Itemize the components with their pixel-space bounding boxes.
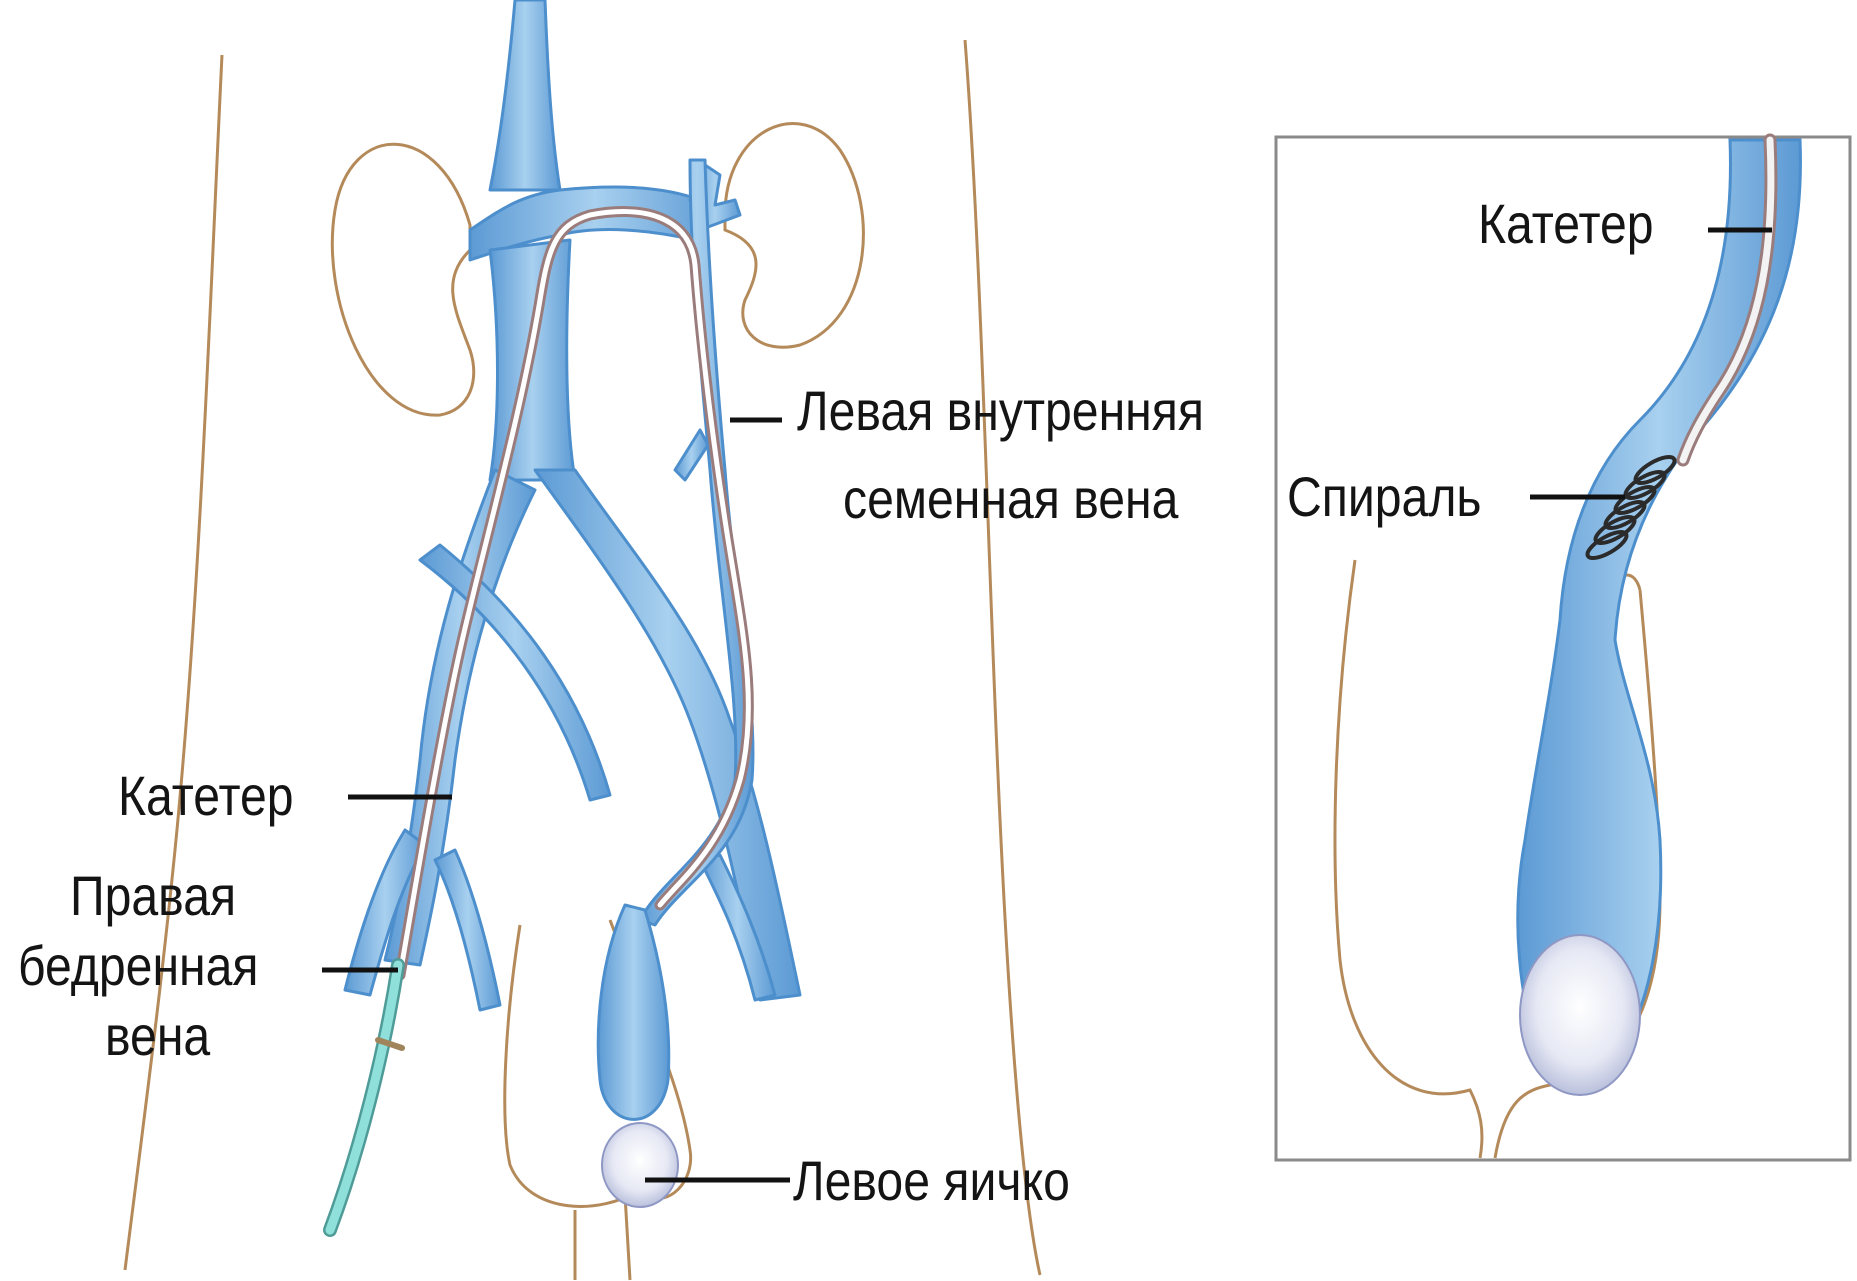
label-right-femoral-vein-line3: вена <box>105 1005 210 1067</box>
main-illustration <box>125 0 1040 1280</box>
inset-illustration <box>1276 137 1850 1160</box>
left-kidney <box>725 124 863 348</box>
introducer-sheath <box>330 965 402 1230</box>
label-catheter-inset: Катетер <box>1478 193 1654 255</box>
label-catheter-main: Катетер <box>118 765 294 827</box>
label-left-internal-spermatic-vein-line2: семенная вена <box>843 468 1178 530</box>
inset-testicle <box>1520 935 1640 1095</box>
label-left-internal-spermatic-vein-line1: Левая внутренняя <box>797 380 1204 442</box>
label-right-femoral-vein-line1: Правая <box>70 865 236 927</box>
label-left-testicle: Левое яичко <box>793 1150 1070 1212</box>
left-testicle <box>602 1123 678 1207</box>
label-right-femoral-vein-line2: бедренная <box>18 935 259 997</box>
label-coil: Спираль <box>1287 466 1482 528</box>
right-kidney <box>332 144 473 415</box>
